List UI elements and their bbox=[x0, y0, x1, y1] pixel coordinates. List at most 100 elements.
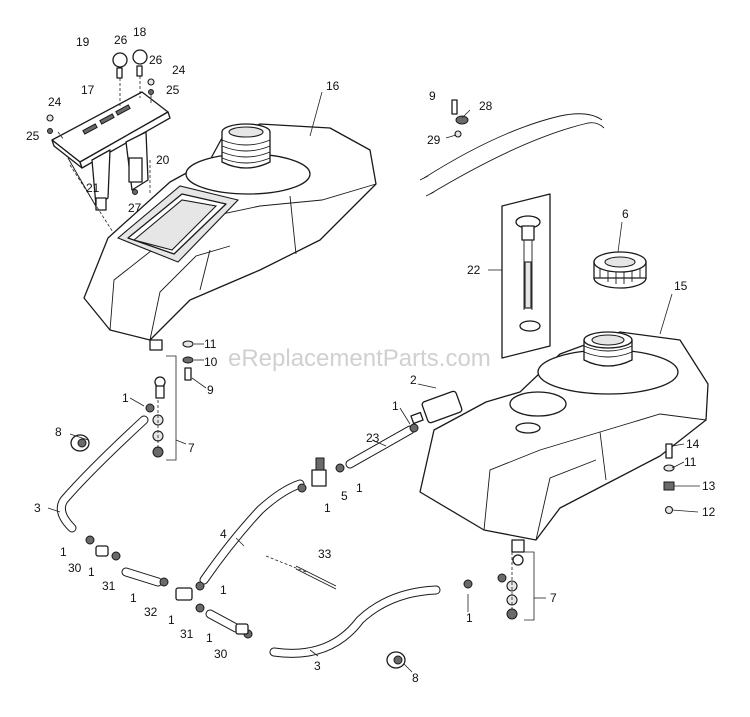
switch-20 bbox=[128, 157, 143, 183]
leader-1 bbox=[129, 397, 145, 407]
grommet-8-hole bbox=[393, 655, 403, 665]
leader-6 bbox=[617, 221, 623, 253]
fuel-tank-15 bbox=[419, 331, 709, 553]
filler-neck-opening bbox=[228, 126, 264, 138]
leader-7 bbox=[175, 439, 187, 445]
clamp-1 bbox=[85, 535, 95, 545]
callout-9: 9 bbox=[429, 89, 436, 103]
valve-lever bbox=[315, 457, 325, 471]
valve-body bbox=[311, 469, 327, 487]
washer-11 bbox=[663, 464, 675, 472]
watermark: eReplacementParts.com bbox=[228, 345, 491, 372]
tank-15-crease bbox=[535, 459, 597, 541]
nut bbox=[152, 446, 164, 458]
washer-24 bbox=[46, 114, 54, 122]
callout-3: 3 bbox=[314, 659, 321, 673]
callout-26: 26 bbox=[149, 53, 163, 67]
leader-11 bbox=[671, 461, 685, 469]
leader-14 bbox=[671, 443, 685, 447]
leader-28 bbox=[461, 109, 471, 119]
callout-3: 3 bbox=[34, 501, 41, 515]
bolt-9 bbox=[184, 367, 192, 381]
tank-15-outlet bbox=[511, 539, 525, 553]
callout-1: 1 bbox=[324, 501, 331, 515]
bolt-9 bbox=[451, 99, 458, 115]
callout-31: 31 bbox=[102, 579, 116, 593]
callout-26: 26 bbox=[114, 33, 128, 47]
filler-neck-threads bbox=[221, 139, 271, 164]
nut bbox=[506, 608, 518, 620]
bracket-slot bbox=[115, 104, 131, 116]
hardware-stack-11-10-9 bbox=[182, 340, 194, 381]
callout-28: 28 bbox=[479, 99, 493, 113]
fuel-filter-2 bbox=[410, 390, 463, 425]
callout-11: 11 bbox=[684, 455, 697, 469]
callout-15: 15 bbox=[674, 279, 688, 293]
fitting-15-outlet bbox=[512, 554, 524, 566]
mounting-bracket-assembly bbox=[46, 49, 171, 241]
tank-16-outlet bbox=[149, 339, 163, 351]
screw-27 bbox=[132, 189, 138, 195]
callout-1: 1 bbox=[206, 631, 213, 645]
bracket-leg-left bbox=[91, 149, 111, 207]
callout-17: 17 bbox=[81, 83, 95, 97]
nut-25 bbox=[148, 89, 154, 95]
leader-29 bbox=[445, 134, 457, 139]
tee-fitting-32 bbox=[175, 587, 193, 601]
callout-30: 30 bbox=[68, 561, 82, 575]
callout-6: 6 bbox=[622, 207, 629, 221]
fuel-cap-6 bbox=[593, 251, 647, 289]
callout-14: 14 bbox=[686, 437, 700, 451]
callout-22: 22 bbox=[467, 263, 481, 277]
callout-1: 1 bbox=[220, 583, 227, 597]
knob-stem bbox=[136, 65, 143, 77]
hose-31-upper-fill bbox=[122, 568, 162, 586]
clamp-1 bbox=[497, 573, 507, 583]
clamp-1 bbox=[111, 551, 121, 561]
callout-5: 5 bbox=[341, 489, 348, 503]
tank-15-gauge-well bbox=[509, 391, 567, 417]
filler-neck bbox=[221, 132, 271, 169]
washer-10 bbox=[182, 356, 194, 364]
leader-3 bbox=[47, 507, 61, 513]
callout-31: 31 bbox=[180, 627, 194, 641]
hose-3-lower-fill bbox=[270, 586, 440, 657]
callout-11: 11 bbox=[204, 337, 217, 351]
callout-21: 21 bbox=[86, 181, 100, 195]
stud-14 bbox=[665, 443, 673, 459]
shutoff-valve-5 bbox=[311, 457, 327, 487]
fitting-16-nipple bbox=[155, 385, 165, 399]
leader-8 bbox=[69, 433, 89, 441]
callout-32: 32 bbox=[144, 605, 158, 619]
cap-ridges bbox=[599, 262, 641, 284]
tank-16-crease bbox=[199, 249, 211, 291]
callout-13: 13 bbox=[702, 479, 716, 493]
bracket-slot bbox=[82, 123, 98, 135]
clamp-1 bbox=[195, 603, 205, 613]
hardware-stack-14-11-13-12 bbox=[663, 443, 675, 515]
clamp-1 bbox=[145, 403, 155, 413]
callout-1: 1 bbox=[122, 391, 129, 405]
tank-15-neck-threads bbox=[583, 345, 633, 358]
tank-15-crease bbox=[599, 431, 607, 481]
clamp-1 bbox=[159, 577, 169, 587]
hardware-stack-7-upper bbox=[152, 355, 177, 461]
callout-numbers: 19 26 18 26 24 25 17 24 25 20 21 27 16 9… bbox=[26, 25, 716, 685]
bracket-edge-line bbox=[67, 157, 99, 211]
leader-23 bbox=[371, 439, 387, 447]
clip-21 bbox=[95, 197, 107, 211]
leader-15 bbox=[659, 293, 673, 335]
callout-8: 8 bbox=[55, 425, 62, 439]
tank-15-neck-opening bbox=[591, 334, 625, 346]
washer-24 bbox=[147, 78, 155, 86]
callout-1: 1 bbox=[356, 481, 363, 495]
callout-10: 10 bbox=[204, 355, 218, 369]
callout-2: 2 bbox=[410, 373, 417, 387]
filter-body bbox=[421, 390, 463, 424]
leader-16 bbox=[309, 91, 323, 137]
hose-clamps bbox=[85, 376, 524, 639]
gauge-float bbox=[524, 261, 532, 309]
tank-16-recess-floor bbox=[132, 199, 218, 251]
gauge-neck bbox=[521, 225, 535, 241]
